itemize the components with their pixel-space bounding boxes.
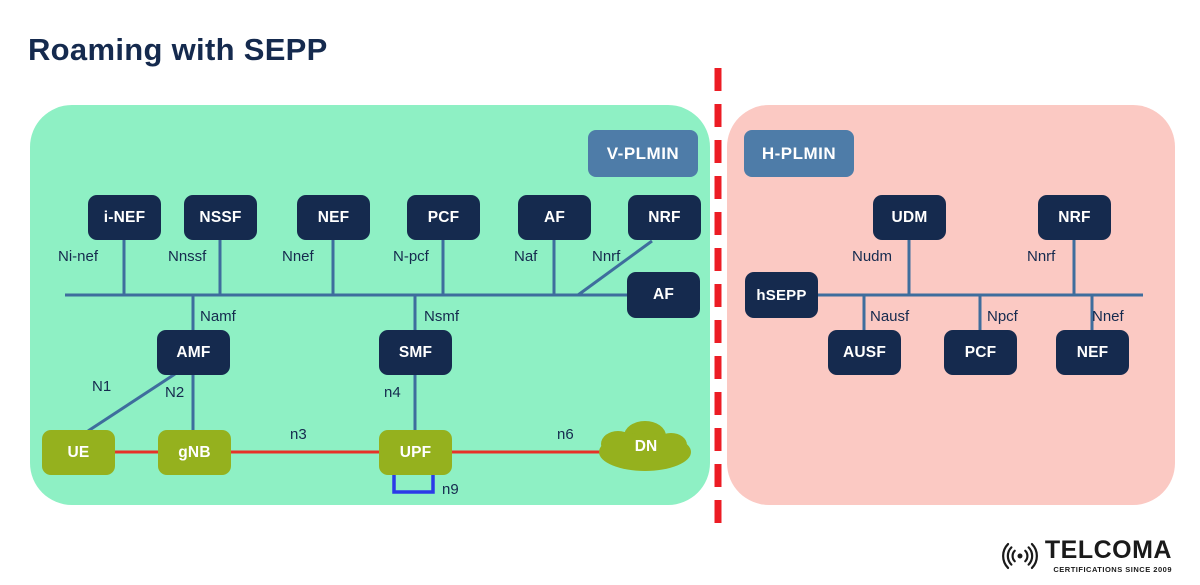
- logo-tagline: CERTIFICATIONS SINCE 2009: [1053, 565, 1172, 574]
- link-label-npcf: N-pcf: [393, 248, 429, 265]
- link-label-nausf: Nausf: [870, 308, 910, 325]
- link-label-hnpcf: Npcf: [987, 308, 1018, 325]
- link-label-n4: n4: [384, 384, 401, 401]
- page-title: Roaming with SEPP: [28, 32, 328, 67]
- node-udm: UDM: [873, 195, 946, 240]
- link-label-nudm: Nudm: [852, 248, 893, 265]
- link-label-namf: Namf: [200, 308, 236, 325]
- link-label-n2: N2: [165, 384, 185, 401]
- node-amf: AMF: [157, 330, 230, 375]
- node-ue: UE: [42, 430, 115, 475]
- link-label-ninef: Ni-nef: [58, 248, 99, 265]
- node-inef: i-NEF: [88, 195, 161, 240]
- vplmn-badge: V-PLMIN: [588, 130, 698, 177]
- node-upf: UPF: [379, 430, 452, 475]
- node-hnrf: NRF: [1038, 195, 1111, 240]
- node-smf: SMF: [379, 330, 452, 375]
- node-hnef: NEF: [1056, 330, 1129, 375]
- broadcast-icon: [1001, 542, 1038, 570]
- node-af: AF: [518, 195, 591, 240]
- node-hsepp: hSEPP: [745, 272, 818, 318]
- link-label-naf: Naf: [514, 248, 538, 265]
- node-nssf: NSSF: [184, 195, 257, 240]
- node-pcf: PCF: [407, 195, 480, 240]
- link-label-nnssf: Nnssf: [168, 248, 207, 265]
- link-label-nnrf: Nnrf: [592, 248, 621, 265]
- node-nef: NEF: [297, 195, 370, 240]
- hplmn-badge: H-PLMIN: [744, 130, 854, 177]
- node-dn-label: DN: [634, 438, 658, 455]
- telcoma-logo: TELCOMA CERTIFICATIONS SINCE 2009: [999, 535, 1172, 577]
- link-label-n9: n9: [442, 481, 459, 498]
- link-label-n1: N1: [92, 378, 112, 395]
- link-label-n3: n3: [290, 426, 307, 443]
- node-gnb: gNB: [158, 430, 231, 475]
- link-label-nnef: Nnef: [282, 248, 314, 265]
- link-label-hnnef: Nnef: [1092, 308, 1124, 325]
- logo-name: TELCOMA: [1044, 536, 1172, 564]
- link-label-hnnrf: Nnrf: [1027, 248, 1056, 265]
- node-ausf: AUSF: [828, 330, 901, 375]
- node-af2: AF: [627, 272, 700, 318]
- link-label-n6: n6: [557, 426, 574, 443]
- node-nrf: NRF: [628, 195, 701, 240]
- node-hpcf: PCF: [944, 330, 1017, 375]
- link-label-nsmf: Nsmf: [424, 308, 459, 325]
